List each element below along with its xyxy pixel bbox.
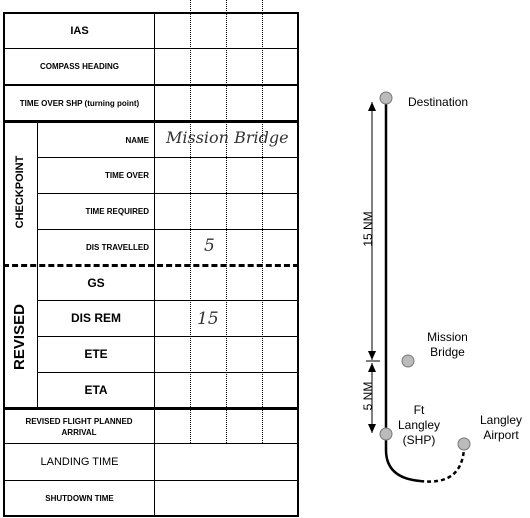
rule-ete [37, 372, 299, 373]
row-label-landing-time: LANDING TIME [40, 455, 119, 468]
label-langley-airport: Langley Airport [479, 413, 523, 442]
label-ft-langley: Ft Langley (SHP) [397, 403, 441, 447]
column-divider-2 [226, 0, 227, 443]
arrow-head-15nm-bottom [368, 351, 376, 360]
row-label-time-over-shp: TIME OVER SHP (turning point) [19, 98, 140, 108]
row-label-dis-rem: DIS REM [70, 311, 121, 325]
rule-revised-arrival [3, 443, 299, 444]
row-label-shutdown-time: SHUTDOWN TIME [45, 493, 114, 503]
row-label-gs: GS [87, 276, 105, 290]
column-divider-1 [190, 0, 191, 443]
rule-landing [3, 480, 299, 481]
departure-curve [384, 434, 421, 483]
rule-checkpoint-revised-dashed [3, 264, 299, 267]
row-label-time-required: TIME REQUIRED [85, 207, 149, 216]
rule-name [37, 157, 299, 158]
rule-gs [37, 300, 299, 301]
arrow-head-5nm-top [368, 363, 376, 372]
rule-top [3, 12, 299, 14]
label-mission-bridge: Mission Bridge [427, 330, 468, 359]
waypoint-destination [379, 91, 393, 105]
checkpoint-name-entry[interactable]: Mission Bridge [166, 128, 289, 147]
row-label-ias: IAS [70, 24, 89, 37]
label-destination: Destination [408, 95, 469, 109]
waypoint-ft-langley [379, 427, 393, 441]
rule-bottom [3, 515, 299, 517]
rule-time-over-shp [3, 120, 299, 123]
rule-ias [3, 48, 299, 49]
rule-time-over [37, 193, 299, 194]
column-divider-3 [262, 0, 263, 443]
waypoint-langley-airport [457, 437, 471, 451]
row-label-name: NAME [125, 135, 149, 145]
waypoint-mission-bridge [401, 354, 415, 368]
arrow-head-5nm-bottom [368, 424, 376, 433]
label-distance-15nm: 15 NM [361, 211, 375, 247]
label-distance-5nm: 5 NM [361, 381, 375, 411]
row-label-revised-flight-planned-arrival: REVISED FLIGHT PLANNED ARRIVAL [25, 416, 133, 437]
row-label-compass-heading: COMPASS HEADING [40, 62, 119, 71]
row-label-dis-travelled: DIS TRAVELLED [86, 242, 149, 252]
airport-connection-dashed [419, 447, 466, 483]
rule-eta [3, 407, 299, 410]
rule-time-required [37, 229, 299, 230]
row-label-ete: ETE [84, 347, 108, 361]
arrow-head-15nm-top [368, 102, 376, 111]
rule-compass [3, 84, 299, 86]
row-label-time-over: TIME OVER [104, 171, 149, 180]
row-label-eta: ETA [84, 382, 108, 397]
dis-travelled-entry[interactable]: 5 [204, 236, 215, 256]
rule-dis-rem [37, 336, 299, 337]
dis-rem-entry[interactable]: 15 [197, 309, 219, 329]
